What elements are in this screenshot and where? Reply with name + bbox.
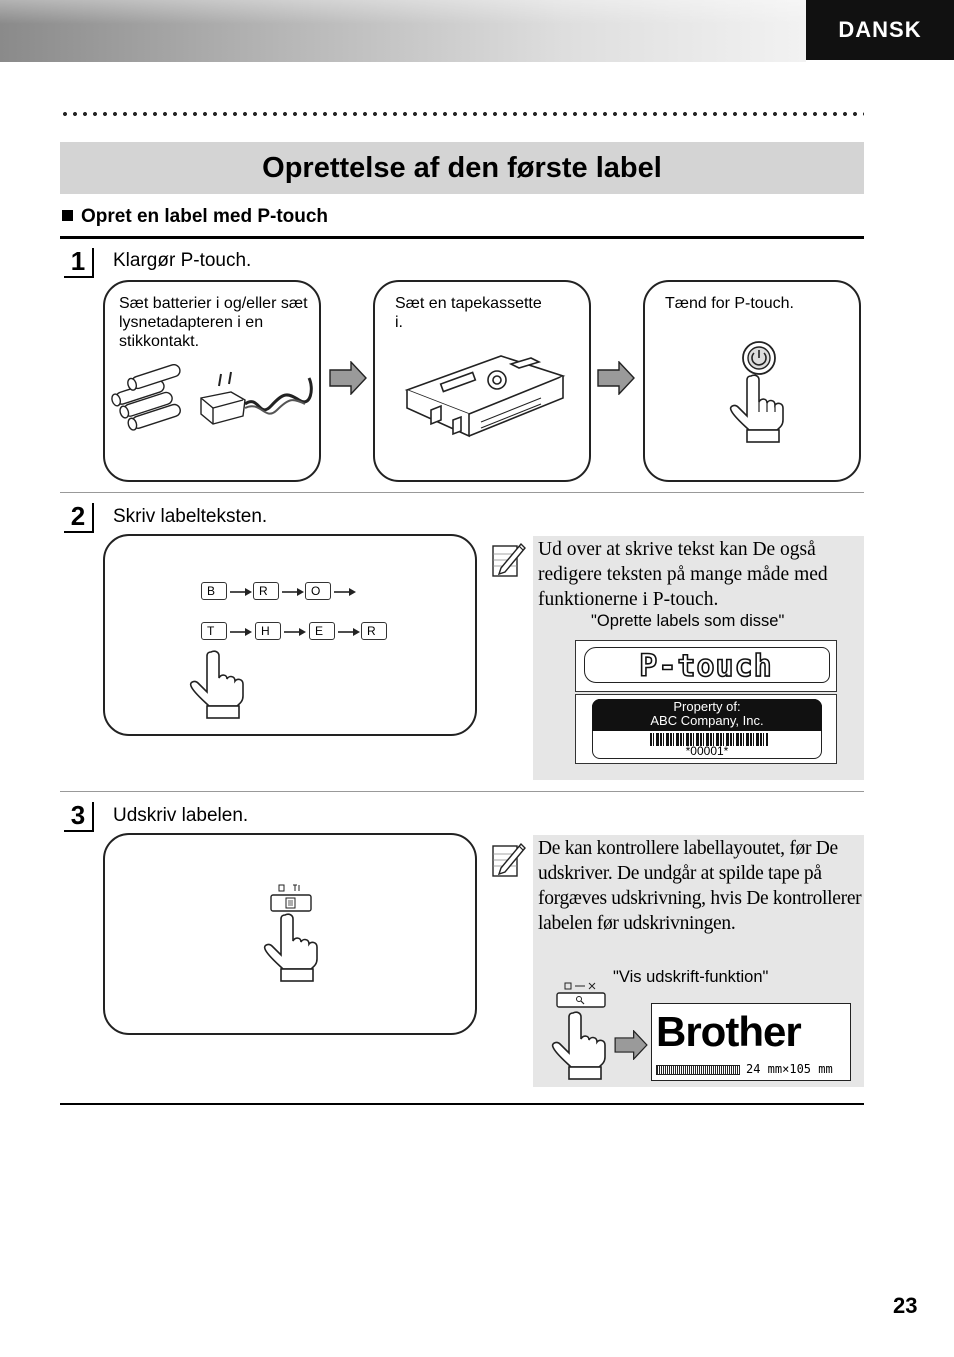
sample-label-property: Property of: ABC Company, Inc. *00001*: [575, 694, 837, 764]
header-bar: [0, 0, 806, 62]
cassette-instruction: Sæt en tapekassette i.: [395, 295, 542, 331]
step-1-panel-cassette: Sæt en tapekassette i.: [373, 280, 591, 482]
step-2-number: 2: [64, 503, 94, 533]
key-h[interactable]: H: [255, 622, 281, 640]
power-instruction: Tænd for P-touch.: [665, 295, 794, 312]
step-1-number: 1: [64, 248, 94, 278]
step-2-text: Skriv labelteksten.: [113, 506, 268, 527]
square-bullet-icon: [62, 210, 73, 221]
sample-label-ptouch: P-touch: [575, 640, 837, 692]
key-r[interactable]: R: [253, 582, 279, 600]
pointing-hand-icon: [189, 650, 244, 719]
property-line-2: ABC Company, Inc.: [650, 713, 764, 728]
step-2-note-caption: "Oprette labels som disse": [591, 612, 785, 630]
step-3-number: 3: [64, 802, 94, 832]
step-1-panel-batteries: Sæt batterier i og/eller sæt lysnetadapt…: [103, 280, 321, 482]
batteries-instruction: Sæt batterier i og/eller sæt lysnetadapt…: [119, 295, 308, 350]
step-1-text: Klargør P-touch.: [113, 250, 252, 271]
header-bar-shine: [0, 0, 806, 24]
pointing-hand-icon: [263, 913, 318, 982]
preview-length-bar: [656, 1065, 740, 1075]
step-3-panel-print: [103, 833, 477, 1035]
section-heading: Opret en label med P-touch: [62, 206, 328, 228]
section-heading-text: Opret en label med P-touch: [81, 206, 329, 227]
key-b[interactable]: B: [201, 582, 227, 600]
arrow-right-icon: [329, 361, 367, 395]
note-pencil-icon: [492, 842, 526, 877]
language-tab: DANSK: [806, 0, 954, 60]
arrow-small-icon: [230, 628, 252, 636]
preview-brother-text: Brother: [656, 1008, 802, 1055]
bottom-rule: [60, 1103, 864, 1105]
key-o[interactable]: O: [305, 582, 331, 600]
preview-display: Brother 24 mm×105 mm: [651, 1003, 851, 1081]
step-2-panel-typing: B R O T H E R: [103, 534, 477, 736]
preview-key-icon[interactable]: [555, 981, 609, 1011]
sample-label-ptouch-text: P-touch: [638, 648, 773, 685]
step-3-note-caption: "Vis udskrift-funktion": [613, 968, 769, 986]
page-number: 23: [893, 1293, 918, 1318]
key-e[interactable]: E: [309, 622, 335, 640]
heading-rule: [60, 236, 864, 239]
arrow-small-icon: [334, 588, 356, 596]
tape-cassette-icon: [404, 355, 566, 438]
key-t[interactable]: T: [201, 622, 227, 640]
barcode-number: *00001*: [685, 744, 729, 758]
page-title: Oprettelse af den første label: [60, 142, 864, 194]
preview-dimensions: 24 mm×105 mm: [746, 1062, 833, 1076]
print-key-icon[interactable]: [269, 883, 313, 913]
step-divider: [60, 492, 864, 493]
batteries-adapter-icon: [111, 364, 313, 431]
key-r-2[interactable]: R: [361, 622, 387, 640]
step-2-note-text: Ud over at skrive tekst kan De også redi…: [538, 539, 828, 610]
step-3-note: De kan kontrollere labellayoutet, før De…: [533, 835, 864, 1087]
arrow-small-icon: [284, 628, 306, 636]
barcode-graphic: [650, 733, 768, 746]
pointing-hand-icon: [551, 1011, 606, 1080]
step-1-panel-power: Tænd for P-touch.: [643, 280, 861, 482]
step-2-note: Ud over at skrive tekst kan De også redi…: [533, 536, 864, 780]
property-line-1: Property of:: [673, 699, 741, 714]
arrow-small-icon: [230, 588, 252, 596]
arrow-small-icon: [338, 628, 360, 636]
arrow-right-icon: [614, 1030, 648, 1060]
step-3-note-text: De kan kontrollere labellayoutet, før De…: [538, 838, 862, 934]
power-button-icon[interactable]: [739, 338, 779, 378]
step-divider: [60, 791, 864, 792]
dotted-divider: [60, 110, 864, 118]
arrow-right-icon: [597, 361, 635, 395]
arrow-small-icon: [282, 588, 304, 596]
step-3-text: Udskriv labelen.: [113, 805, 249, 826]
note-pencil-icon: [492, 542, 526, 577]
pointing-hand-icon: [729, 374, 784, 443]
